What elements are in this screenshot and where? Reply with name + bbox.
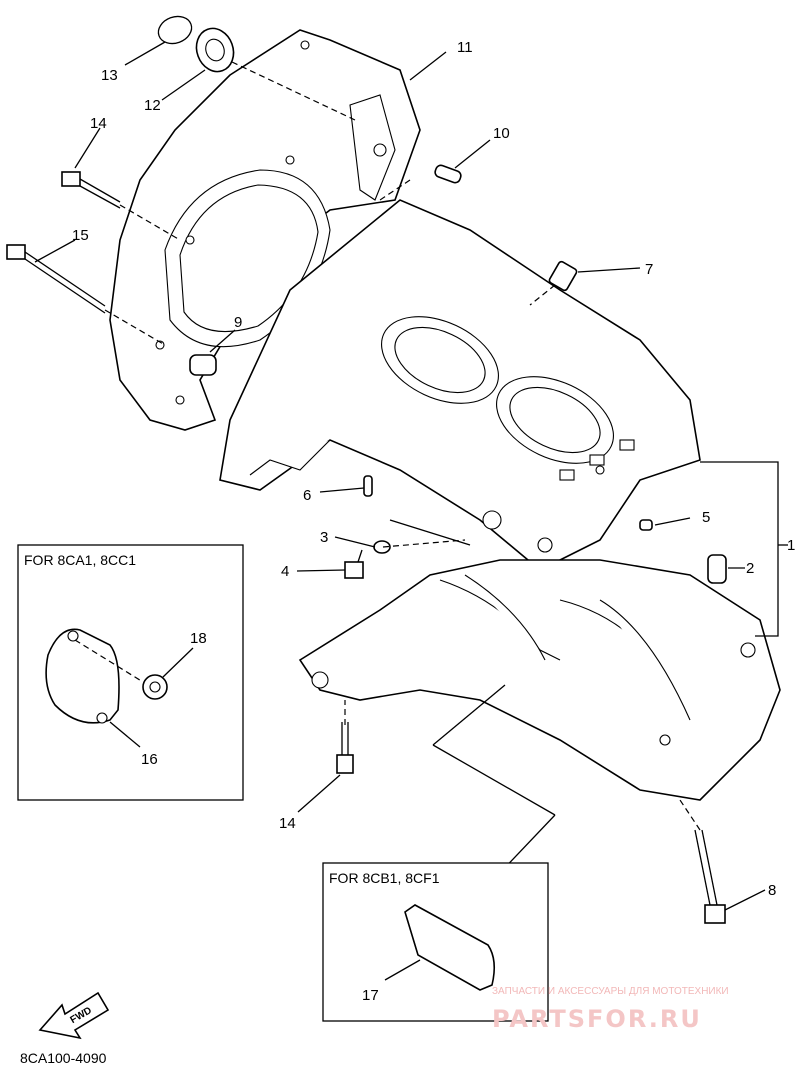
- callout-9: 9: [234, 314, 242, 331]
- callout-18: 18: [190, 630, 207, 647]
- callout-13: 13: [101, 67, 118, 84]
- lower-crankcase-illustration: [298, 559, 781, 801]
- callout-11: 11: [457, 39, 473, 56]
- callout-4: 4: [281, 563, 289, 580]
- crankcase-cover-illustration: [109, 29, 421, 431]
- watermark-tagline: ЗАПЧАСТИ И АКСЕССУАРЫ ДЛЯ МОТОТЕХНИКИ: [492, 986, 729, 997]
- watermark-brand: PARTSFOR.RU: [492, 1005, 702, 1033]
- inset-box-label: FOR 8CA1, 8CC1: [24, 552, 136, 568]
- callout-8: 8: [768, 882, 776, 899]
- callout-3: 3: [320, 529, 328, 546]
- callout-5: 5: [702, 509, 710, 526]
- callout-2: 2: [746, 560, 754, 577]
- fwd-arrow: FWD: [38, 991, 110, 1040]
- callout-10: 10: [493, 125, 510, 142]
- callout-16: 16: [141, 751, 158, 768]
- watermark: ЗАПЧАСТИ И АКСЕССУАРЫ ДЛЯ МОТОТЕХНИКИ PA…: [492, 986, 729, 1033]
- callout-12: 12: [144, 97, 161, 114]
- callout-6: 6: [303, 487, 311, 504]
- inset-box-label: FOR 8CB1, 8CF1: [329, 870, 440, 886]
- callout-14-upper: 14: [90, 115, 107, 132]
- callout-17: 17: [362, 987, 379, 1004]
- inset-box-8ca1: FOR 8CA1, 8CC1: [17, 544, 244, 801]
- upper-crankcase-illustration: [219, 199, 701, 571]
- leader-lines: [34, 41, 788, 911]
- callouts: 11 13 12 14 10 15 7 9 6 5 3 1 4 2 18 16 …: [72, 39, 795, 1004]
- inset-box-8cb1: FOR 8CB1, 8CF1: [322, 862, 549, 1022]
- callout-7: 7: [645, 261, 653, 278]
- small-parts-illustration: [6, 15, 727, 924]
- callout-1: 1: [787, 537, 795, 554]
- callout-14-lower: 14: [279, 815, 296, 832]
- diagram-code: 8CA100-4090: [20, 1050, 107, 1066]
- callout-15: 15: [72, 227, 89, 244]
